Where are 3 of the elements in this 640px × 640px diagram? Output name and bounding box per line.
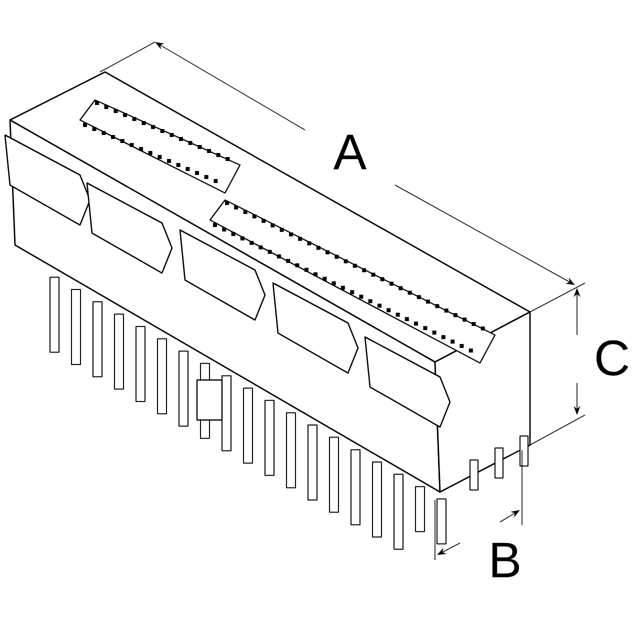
dimension-label: B [492,542,520,578]
dimension-label: C [596,340,628,376]
dimension-label: A [333,134,367,170]
